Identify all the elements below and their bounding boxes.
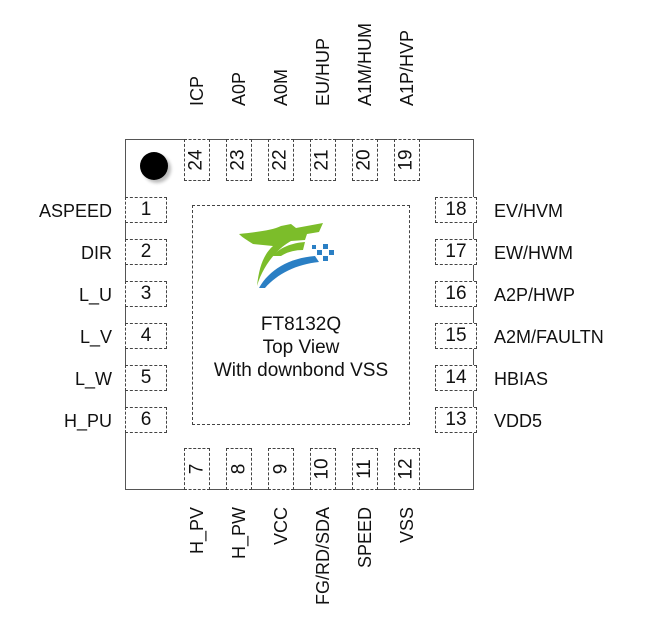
- view-label: Top View: [262, 337, 340, 358]
- pin-number: 19: [395, 149, 417, 171]
- pin-number: 23: [227, 149, 249, 171]
- pin-label-4: L_V: [79, 327, 112, 347]
- pin-number: 9: [269, 463, 291, 475]
- pin-number: 8: [227, 463, 249, 475]
- pin-pad-3: 3: [125, 281, 167, 307]
- pin-number: 6: [140, 409, 152, 430]
- pin-number: 13: [445, 409, 467, 430]
- pin-number: 4: [140, 325, 152, 346]
- pin-number: 15: [445, 325, 467, 346]
- part-number-label: FT8132Q: [260, 314, 342, 335]
- pin-label-9: VCC: [271, 507, 291, 546]
- pin-pad-23: 23: [226, 139, 252, 181]
- pin-pad-16: 16: [435, 281, 477, 307]
- chip-package-outline: [125, 139, 474, 490]
- pin-label-14: HBIAS: [494, 369, 549, 389]
- pin-pad-6: 6: [125, 407, 167, 433]
- pin-pad-9: 9: [268, 448, 294, 490]
- pin-number: 2: [140, 241, 152, 262]
- pin-label-21: EU/HUP: [313, 37, 333, 106]
- pin-pad-18: 18: [435, 197, 477, 223]
- pin-label-16: A2P/HWP: [494, 285, 576, 305]
- pin-pad-19: 19: [394, 139, 420, 181]
- pin-label-6: H_PU: [63, 411, 112, 431]
- pin-pad-13: 13: [435, 407, 477, 433]
- pin-number: 21: [311, 149, 333, 171]
- pin-number: 11: [353, 459, 375, 479]
- pin-number: 1: [140, 199, 152, 220]
- pin-pad-2: 2: [125, 239, 167, 265]
- pin-label-15: A2M/FAULTN: [494, 327, 604, 347]
- pin-label-23: A0P: [229, 71, 249, 106]
- pin-label-8: H_PW: [229, 507, 249, 560]
- pin1-marker-dot: [140, 152, 168, 180]
- pin-pad-24: 24: [184, 139, 210, 181]
- pin-label-2: DIR: [81, 243, 112, 263]
- pin-label-17: EW/HWM: [494, 243, 573, 263]
- pin-number: 10: [311, 458, 333, 480]
- pin-label-3: L_U: [78, 285, 112, 305]
- pin-pad-10: 10: [310, 448, 336, 490]
- pin-pad-8: 8: [226, 448, 252, 490]
- pin-number: 24: [185, 149, 207, 171]
- pin-pad-20: 20: [352, 139, 378, 181]
- pin-label-13: VDD5: [494, 411, 543, 431]
- pin-label-12: VSS: [397, 507, 417, 544]
- pin-label-19: A1P/HVP: [397, 29, 417, 106]
- pin-label-11: SPEED: [355, 507, 375, 569]
- downbond-note: With downbond VSS: [213, 360, 389, 381]
- pin-number: 5: [140, 367, 152, 388]
- pin-number: 22: [269, 149, 291, 171]
- pin-number: 16: [445, 283, 467, 304]
- fortior-logo-icon: [239, 223, 334, 288]
- pin-label-22: A0M: [271, 68, 291, 106]
- pin-pad-4: 4: [125, 323, 167, 349]
- pin-pad-22: 22: [268, 139, 294, 181]
- pin-label-1: ASPEED: [38, 201, 112, 221]
- pin-number: 3: [140, 283, 152, 304]
- pin-pad-17: 17: [435, 239, 477, 265]
- pin-pad-5: 5: [125, 365, 167, 391]
- pin-pad-1: 1: [125, 197, 167, 223]
- exposed-pad-outline: [192, 205, 410, 425]
- pin-number: 17: [445, 241, 467, 262]
- pin-pad-14: 14: [435, 365, 477, 391]
- pin-pad-7: 7: [184, 448, 210, 490]
- pin-pad-11: 11: [352, 448, 378, 490]
- pin-number: 12: [395, 458, 417, 480]
- pin-number: 18: [445, 199, 467, 220]
- pin-pad-12: 12: [394, 448, 420, 490]
- pin-number: 14: [445, 367, 467, 388]
- pin-label-20: A1M/HUM: [355, 22, 375, 106]
- pin-label-18: EV/HVM: [494, 201, 564, 221]
- pin-pad-21: 21: [310, 139, 336, 181]
- pin-label-5: L_W: [74, 369, 112, 389]
- pin-number: 20: [353, 149, 375, 171]
- pin-number: 7: [185, 463, 207, 475]
- pin-label-10: FG/RD/SDA: [313, 507, 333, 606]
- pin-label-7: H_PV: [187, 507, 207, 555]
- pin-pad-15: 15: [435, 323, 477, 349]
- pin-label-24: ICP: [187, 75, 207, 106]
